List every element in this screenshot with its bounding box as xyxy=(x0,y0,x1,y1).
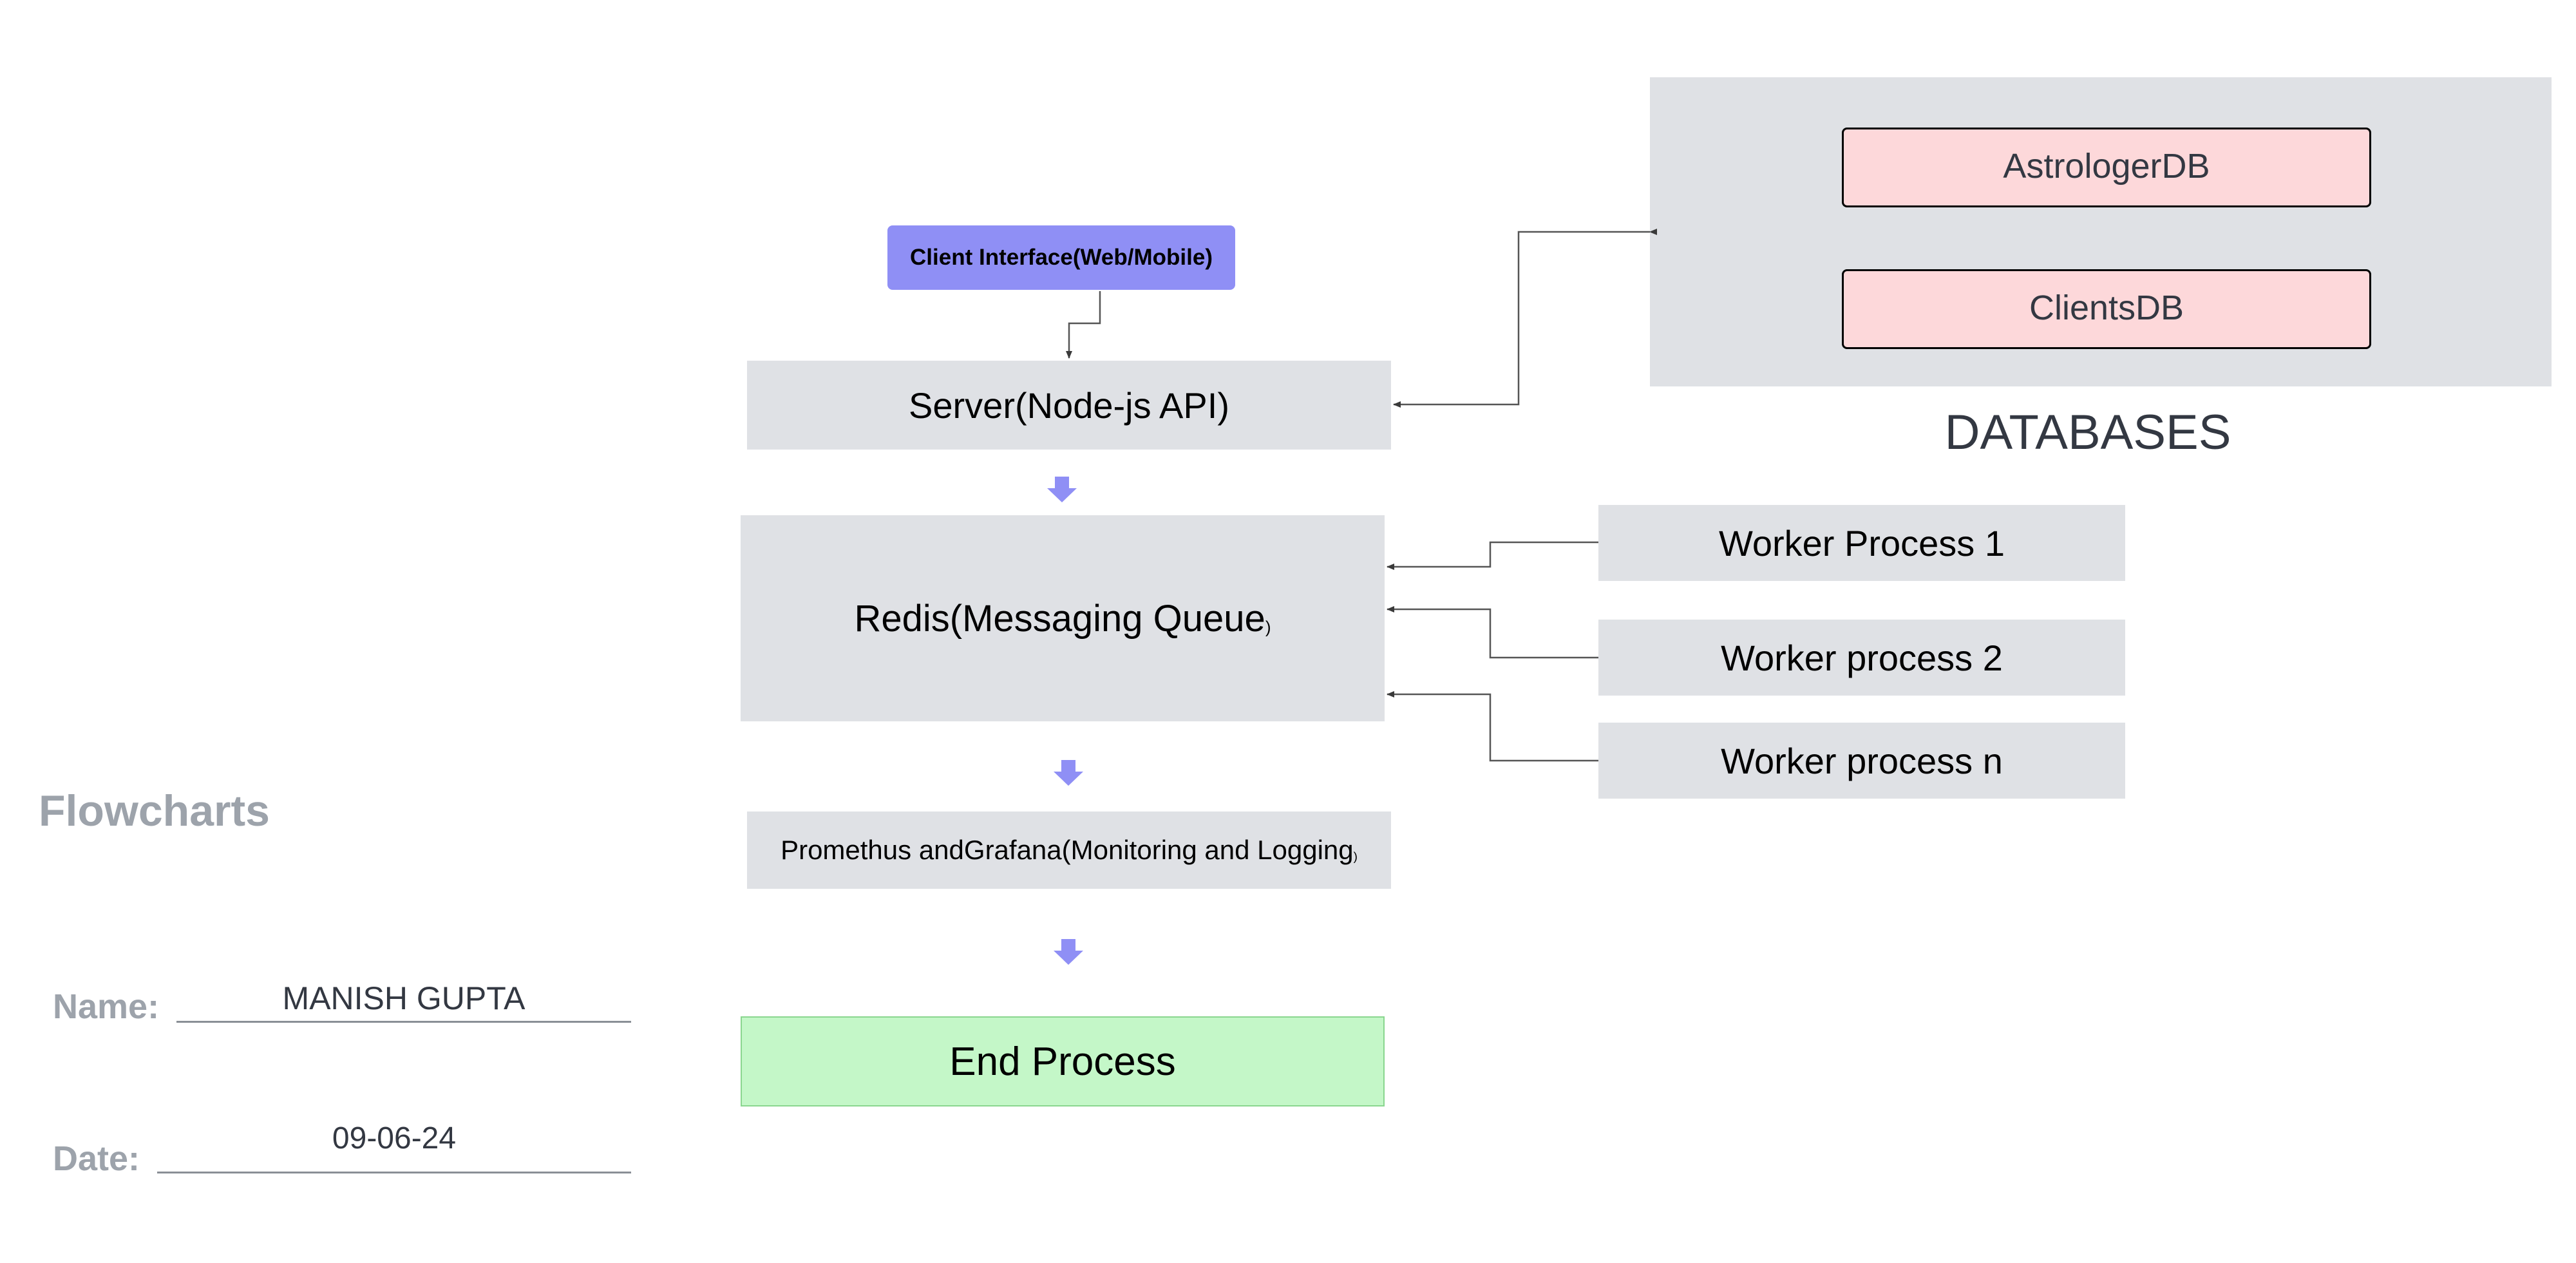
server-node[interactable]: Server(Node-js API) xyxy=(747,361,1391,450)
worker-node[interactable]: Worker Process 1 xyxy=(1598,505,2125,581)
redis-suffix: ) xyxy=(1265,617,1271,637)
end-process-node[interactable]: End Process xyxy=(741,1016,1385,1106)
database-item[interactable]: ClientsDB xyxy=(1842,269,2371,349)
server-label: Server(Node-js API) xyxy=(909,385,1229,426)
worker-label: Worker process n xyxy=(1721,740,2003,781)
date-label: Date: xyxy=(53,1139,140,1178)
client-interface-node[interactable]: Client Interface(Web/Mobile) xyxy=(887,225,1235,290)
redis-text: Redis(Messaging Queue xyxy=(854,597,1265,640)
date-value: 09-06-24 xyxy=(332,1121,457,1155)
arrow-down-icon xyxy=(1047,477,1077,502)
worker-redis-connector xyxy=(1387,606,1598,659)
date-field[interactable]: 09-06-24 xyxy=(157,1119,631,1173)
worker-redis-connector xyxy=(1387,691,1598,762)
database-item[interactable]: AstrologerDB xyxy=(1842,128,2371,207)
worker-label: Worker Process 1 xyxy=(1719,522,2005,564)
page-title: Flowcharts xyxy=(39,786,270,835)
server-db-connector xyxy=(1393,229,1657,408)
monitoring-node[interactable]: Promethus andGrafana(Monitoring and Logg… xyxy=(747,812,1391,889)
databases-title: DATABASES xyxy=(1944,405,2231,460)
name-label: Name: xyxy=(53,987,160,1026)
redis-label: Redis(Messaging Queue) xyxy=(854,597,1271,640)
end-process-label: End Process xyxy=(949,1039,1176,1084)
database-label: ClientsDB xyxy=(2029,289,2184,327)
name-field[interactable]: MANISH GUPTA xyxy=(176,979,631,1023)
client-server-connector xyxy=(1066,291,1101,359)
client-interface-label: Client Interface(Web/Mobile) xyxy=(910,245,1213,270)
monitoring-label: Promethus andGrafana(Monitoring and Logg… xyxy=(781,835,1358,866)
redis-node[interactable]: Redis(Messaging Queue) xyxy=(741,515,1385,721)
monitoring-text: Promethus andGrafana(Monitoring and Logg… xyxy=(781,835,1354,865)
arrow-down-icon xyxy=(1054,939,1083,965)
worker-node[interactable]: Worker process 2 xyxy=(1598,620,2125,696)
database-label: AstrologerDB xyxy=(2003,147,2210,185)
worker-node[interactable]: Worker process n xyxy=(1598,723,2125,799)
name-value: MANISH GUPTA xyxy=(282,980,526,1016)
arrow-down-icon xyxy=(1054,760,1083,786)
worker-redis-connector xyxy=(1387,541,1598,570)
worker-label: Worker process 2 xyxy=(1721,637,2003,678)
monitoring-suffix: ) xyxy=(1353,850,1358,864)
